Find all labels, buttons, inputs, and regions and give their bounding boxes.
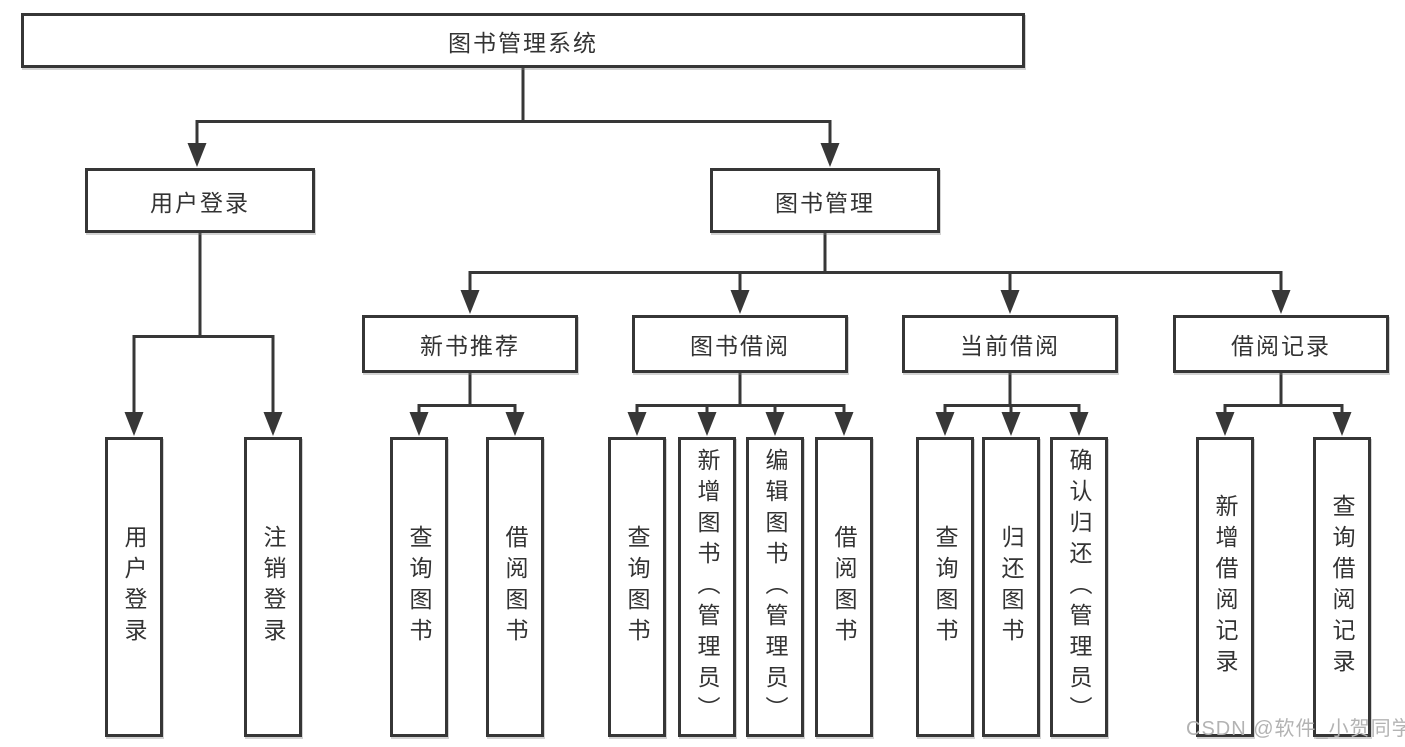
node-new-book-recommend: 新书推荐 [362, 315, 578, 373]
leaf-record-query-record: 查询借阅记录 [1313, 437, 1371, 737]
leaf-borrow-add-book-admin: 新增图书（管理员） [678, 437, 736, 737]
connector-borrow-to-leaves [635, 373, 846, 416]
node-current-borrow: 当前借阅 [902, 315, 1118, 373]
leaf-recommend-query-book: 查询图书 [390, 437, 448, 737]
node-book-manage: 图书管理 [710, 168, 940, 233]
leaf-logout: 注销登录 [244, 437, 302, 737]
arrowheads [124, 143, 1352, 436]
leaf-user-login: 用户登录 [105, 437, 163, 737]
connector-manage-to-level3 [468, 233, 1283, 294]
node-user-login: 用户登录 [85, 168, 315, 233]
leaf-borrow-edit-book-admin: 编辑图书（管理员） [746, 437, 804, 737]
leaf-recommend-borrow-book: 借阅图书 [486, 437, 544, 737]
connector-current-to-leaves [943, 373, 1081, 416]
leaf-borrow-query-book: 查询图书 [608, 437, 666, 737]
connector-login-to-leaves [132, 233, 275, 416]
leaf-current-query-book: 查询图书 [916, 437, 974, 737]
leaf-current-return-book: 归还图书 [982, 437, 1040, 737]
leaf-current-confirm-return-admin: 确认归还（管理员） [1050, 437, 1108, 737]
leaf-record-add-record: 新增借阅记录 [1196, 437, 1254, 737]
node-book-borrow: 图书借阅 [632, 315, 848, 373]
leaf-borrow-borrow-book: 借阅图书 [815, 437, 873, 737]
csdn-watermark: CSDN @软件_小贺同学 [1186, 718, 1405, 740]
node-root: 图书管理系统 [21, 13, 1025, 68]
connector-record-to-leaves [1223, 373, 1344, 416]
connector-root-to-level2 [195, 68, 832, 146]
connector-recommend-to-leaves [417, 373, 517, 416]
node-borrow-record: 借阅记录 [1173, 315, 1389, 373]
